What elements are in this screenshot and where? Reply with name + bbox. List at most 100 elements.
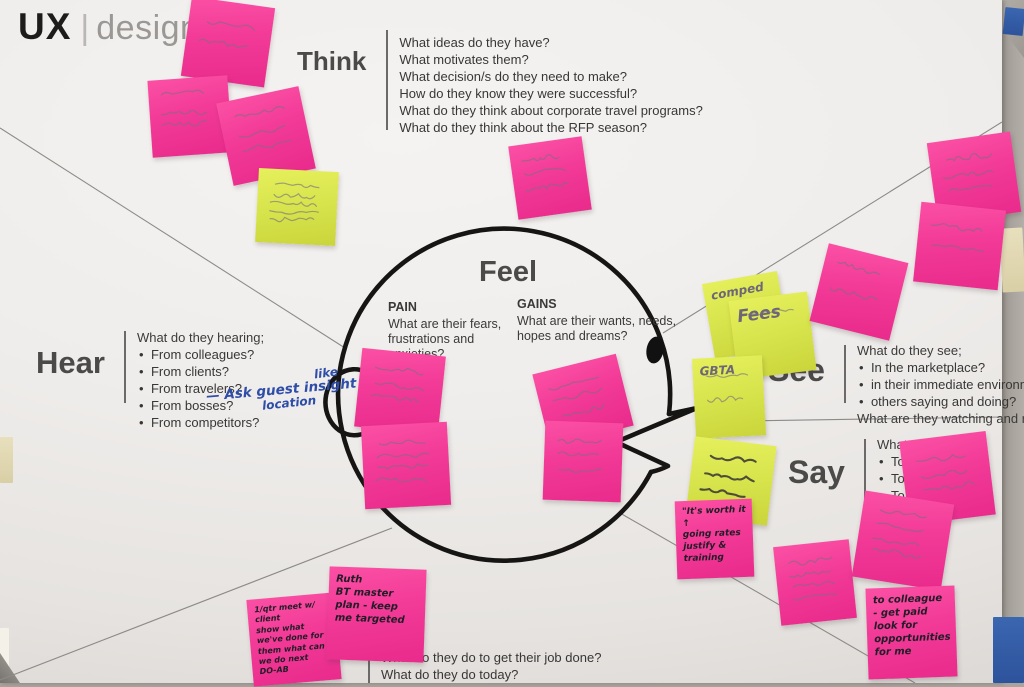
tape-tan-left [0, 437, 13, 483]
pain-title: PAIN [388, 300, 417, 314]
handwriting-scribble [238, 124, 286, 138]
handwriting-scribble [242, 139, 292, 153]
say-divider [863, 439, 866, 505]
handwriting-scribble [837, 261, 881, 276]
handwriting-scribble [269, 210, 319, 215]
see-intro: What do they see; [856, 343, 962, 358]
handwriting-scribble [948, 185, 993, 192]
handwriting-scribble-group [234, 106, 292, 153]
handwriting-scribble [376, 452, 430, 459]
handwriting-scribble-group [872, 509, 927, 559]
handwriting-scribble [922, 481, 975, 491]
handwriting-scribble [206, 21, 256, 32]
question: How do they know they were successful? [399, 86, 638, 101]
question: In the marketplace? [857, 359, 1024, 376]
sticky-note [216, 86, 316, 186]
question: What motivates them? [399, 52, 529, 67]
question: What ideas do they have? [399, 35, 550, 50]
handwriting-scribble [198, 38, 249, 49]
gains-text: hopes and dreams? [517, 329, 628, 343]
sticky-note [685, 436, 777, 526]
question: From travelers? [137, 380, 264, 397]
handwriting-scribble-group [705, 373, 749, 403]
see-divider [843, 345, 846, 403]
handwriting-scribble [374, 366, 424, 376]
sticky-note [180, 0, 276, 88]
say-label: Say [788, 454, 845, 490]
sticky-note [773, 539, 857, 626]
see-questions: In the marketplace? in their immediate e… [857, 359, 1024, 410]
question: From clients? [137, 363, 264, 380]
question: From competitors? [137, 414, 264, 431]
handwriting-scribble [234, 106, 285, 118]
sticky-note [360, 421, 452, 510]
question: What do they think about the RFP season? [399, 120, 647, 135]
question: From colleagues? [137, 346, 264, 363]
handwriting-scribble [160, 109, 208, 116]
handwriting-scribble-group [829, 261, 881, 301]
sticky-note-line: "It's worth it [681, 504, 746, 518]
ear [323, 366, 370, 438]
mouth [613, 405, 700, 475]
handwriting-scribble [707, 395, 744, 403]
handwriting-scribble [161, 120, 208, 127]
handwriting-scribble [789, 570, 832, 578]
handwriting-scribble [552, 387, 602, 402]
handwriting-scribble [375, 477, 427, 483]
handwriting-scribble [920, 469, 968, 480]
handwriting-scribble [704, 472, 755, 483]
handwriting-scribble [557, 438, 602, 444]
handwriting-scribble-group [375, 439, 430, 483]
wall-background [998, 0, 1024, 683]
see-outro: What are they watching and reading? [856, 411, 1024, 426]
question: in their immediate environment? [857, 376, 1024, 393]
handwriting-scribble [946, 152, 992, 162]
logo-divider: | [80, 9, 90, 47]
handwriting-scribble [705, 373, 749, 378]
logo-design: design [96, 9, 200, 47]
sticky-note [913, 201, 1006, 291]
sticky-note [809, 243, 909, 341]
handwriting-scribble-group [269, 182, 320, 223]
handwriting-scribble [521, 154, 560, 162]
handwriting-scribble [747, 308, 794, 316]
handwriting-scribble [375, 382, 425, 392]
do-questions: What do they do to get their job done? W… [381, 649, 601, 683]
feel-label: Feel [478, 256, 538, 288]
handwriting-scribble [562, 403, 605, 417]
think-questions: What ideas do they have? What motivates … [399, 34, 703, 136]
question: What decision/s do they need to make? [399, 69, 627, 84]
hear-label: Hear [36, 345, 105, 380]
handwriting-scribble-group [930, 223, 984, 253]
quadrant-line-bottom-left [0, 527, 393, 681]
handwriting-scribble [879, 509, 927, 519]
handwriting-scribble [699, 487, 746, 498]
quadrant-line-top-left [0, 127, 346, 349]
handwriting-scribble [788, 556, 833, 566]
handwriting-scribble [930, 223, 983, 232]
eye [646, 336, 664, 364]
feel-gains: GAINS What are their wants, needs, hopes… [517, 297, 677, 344]
question: What do they do today? [381, 667, 519, 682]
section-do: What do they do to get their job done? W… [368, 645, 601, 683]
gains-text: What are their wants, needs, [517, 314, 677, 328]
handwriting-scribble-group [557, 438, 603, 474]
handwriting-scribble [378, 439, 426, 446]
question: others saying and doing? [857, 393, 1024, 410]
logo: UX | design [18, 6, 199, 48]
handwriting-scribble-group [916, 453, 975, 491]
sticky-note [354, 347, 446, 436]
sticky-note [532, 353, 634, 447]
gains-title: GAINS [517, 297, 557, 311]
handwriting-scribble-group [548, 376, 605, 417]
head-outline [335, 226, 673, 563]
section-see: See What do they see; In the marketplace… [768, 340, 1024, 427]
think-label: Think [297, 46, 367, 76]
